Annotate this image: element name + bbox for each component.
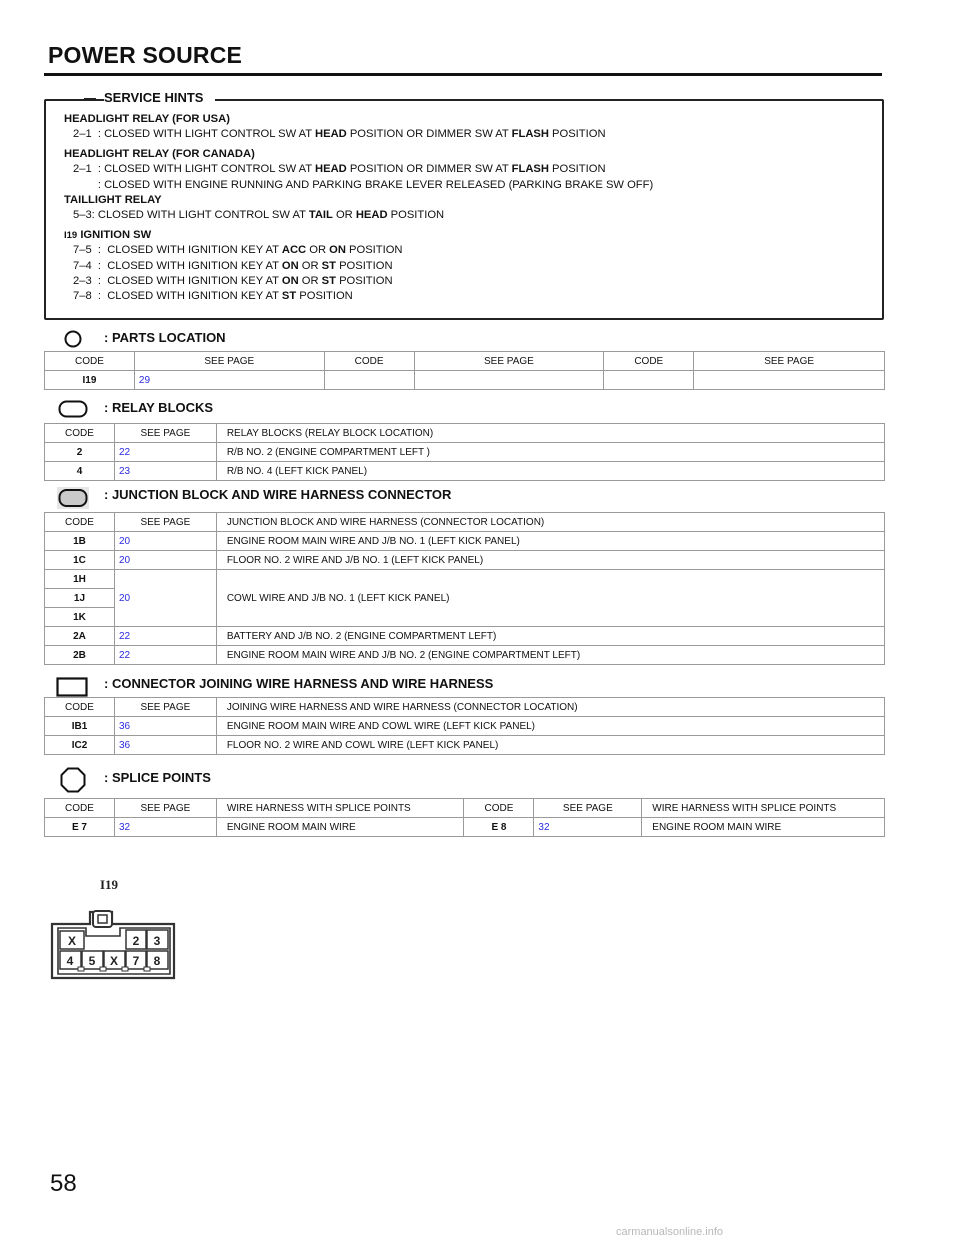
pin-label: X [68, 934, 76, 948]
relay-blocks-title: : RELAY BLOCKS [104, 400, 214, 415]
parts-location-table: CODE SEE PAGE CODE SEE PAGE CODE SEE PAG… [44, 351, 885, 390]
page-link[interactable]: 22 [113, 442, 217, 462]
table-row: 1B 20 ENGINE ROOM MAIN WIRE AND J/B NO. … [44, 531, 886, 551]
relay-block-icon [58, 400, 88, 418]
table-row: 2B 22 ENGINE ROOM MAIN WIRE AND J/B NO. … [44, 645, 886, 665]
parts-location-title: : PARTS LOCATION [104, 330, 226, 345]
table-header-row: CODE SEE PAGE CODE SEE PAGE CODE SEE PAG… [44, 351, 885, 371]
hint-line: 7–4 : CLOSED WITH IGNITION KEY AT ON OR … [73, 259, 393, 272]
page-link[interactable]: 29 [133, 370, 325, 390]
table-row: I19 29 [44, 370, 885, 390]
junction-block-icon [57, 487, 89, 509]
page-link[interactable]: 20 [113, 531, 217, 551]
table-row: 2A 22 BATTERY AND J/B NO. 2 (ENGINE COMP… [44, 626, 886, 646]
page-link[interactable]: 20 [113, 569, 217, 627]
service-hints-label: SERVICE HINTS [83, 90, 216, 105]
hint-line: 7–8 : CLOSED WITH IGNITION KEY AT ST POS… [73, 290, 353, 303]
hint-line: : CLOSED WITH ENGINE RUNNING AND PARKING… [73, 178, 654, 191]
splice-points-title: : SPLICE POINTS [104, 770, 211, 785]
connector-joining-title: : CONNECTOR JOINING WIRE HARNESS AND WIR… [104, 676, 494, 691]
hint-line: 7–5 : CLOSED WITH IGNITION KEY AT ACC OR… [73, 244, 403, 257]
splice-points-table: CODE SEE PAGE WIRE HARNESS WITH SPLICE P… [44, 798, 885, 837]
hint-heading-taillight: TAILLIGHT RELAY [64, 194, 162, 207]
junction-block-title: : JUNCTION BLOCK AND WIRE HARNESS CONNEC… [104, 487, 452, 502]
junction-block-table: CODE SEE PAGE JUNCTION BLOCK AND WIRE HA… [44, 512, 886, 665]
page-link[interactable]: 22 [113, 645, 217, 665]
table-row: 4 23 R/B NO. 4 (LEFT KICK PANEL) [44, 461, 886, 481]
page-link[interactable]: 22 [113, 626, 217, 646]
page-link[interactable]: 36 [113, 716, 217, 736]
pin-label: 8 [154, 954, 161, 968]
table-header-row: CODE SEE PAGE JUNCTION BLOCK AND WIRE HA… [44, 512, 886, 532]
page-number: 58 [50, 1170, 77, 1197]
table-header-row: CODE SEE PAGE JOINING WIRE HARNESS AND W… [44, 697, 886, 717]
hint-heading-ignition: I19 IGNITION SW [64, 228, 152, 241]
hint-heading-headlight-canada: HEADLIGHT RELAY (FOR CANADA) [64, 147, 255, 160]
splice-point-icon [60, 767, 86, 793]
table-row: 1H 20 COWL WIRE AND J/B NO. 1 (LEFT KICK… [44, 569, 886, 627]
table-row: 2 22 R/B NO. 2 (ENGINE COMPARTMENT LEFT … [44, 442, 886, 462]
pin-label: 2 [133, 934, 140, 948]
table-row: E 7 32 ENGINE ROOM MAIN WIRE E 8 32 ENGI… [44, 817, 885, 837]
pin-label: 7 [133, 954, 140, 968]
hint-heading-headlight-usa: HEADLIGHT RELAY (FOR USA) [64, 113, 230, 125]
connector-label: I19 [100, 878, 119, 892]
table-header-row: CODE SEE PAGE WIRE HARNESS WITH SPLICE P… [44, 798, 885, 818]
parts-location-icon [64, 330, 82, 348]
relay-blocks-table: CODE SEE PAGE RELAY BLOCKS (RELAY BLOCK … [44, 423, 886, 481]
page-link[interactable]: 32 [113, 817, 217, 837]
connector-joining-table: CODE SEE PAGE JOINING WIRE HARNESS AND W… [44, 697, 886, 755]
table-row: IB1 36 ENGINE ROOM MAIN WIRE AND COWL WI… [44, 716, 886, 736]
hint-line: 2–1 : CLOSED WITH LIGHT CONTROL SW AT HE… [73, 163, 606, 176]
pin-label: 3 [154, 934, 161, 948]
page-link[interactable]: 32 [533, 817, 643, 837]
hint-line: 5–3: CLOSED WITH LIGHT CONTROL SW AT TAI… [73, 209, 445, 222]
hint-line: 2–1 : CLOSED WITH LIGHT CONTROL SW AT HE… [73, 128, 606, 141]
title-rule [44, 73, 882, 76]
connector-joining-icon [56, 677, 88, 697]
page-link[interactable]: 20 [113, 550, 217, 570]
page-link[interactable]: 23 [113, 461, 217, 481]
table-row: IC2 36 FLOOR NO. 2 WIRE AND COWL WIRE (L… [44, 735, 886, 755]
service-hints-body: HEADLIGHT RELAY (FOR USA) 2–1 : CLOSED W… [64, 112, 653, 305]
pin-label: 4 [67, 954, 74, 968]
service-hints-box [44, 99, 884, 320]
hint-line: 2–3 : CLOSED WITH IGNITION KEY AT ON OR … [73, 275, 393, 288]
watermark: carmanualsonline.info [616, 1226, 724, 1238]
table-row: 1C 20 FLOOR NO. 2 WIRE AND J/B NO. 1 (LE… [44, 550, 886, 570]
pin-label: X [110, 954, 118, 968]
pin-label: 5 [89, 954, 96, 968]
table-header-row: CODE SEE PAGE RELAY BLOCKS (RELAY BLOCK … [44, 423, 886, 443]
connector-i19-diagram: I19 X 2 3 4 5 X 7 8 [50, 878, 176, 980]
page-link[interactable]: 36 [113, 735, 217, 755]
page-title: POWER SOURCE [48, 42, 243, 68]
